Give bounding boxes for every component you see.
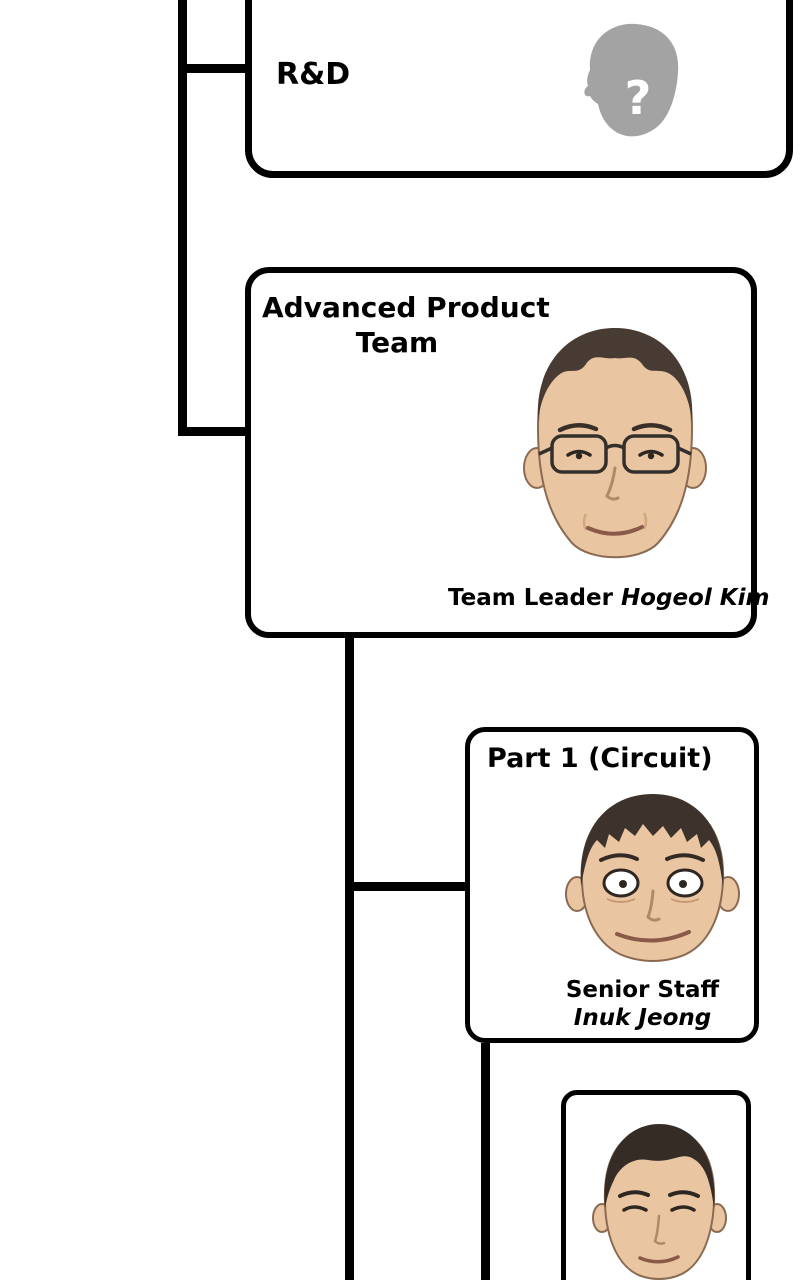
inuk-jeong-avatar — [565, 786, 740, 966]
unknown-person-avatar: ? — [576, 18, 691, 143]
silhouette-head-icon — [584, 23, 679, 137]
connector-rnd-horizontal — [178, 64, 254, 73]
connector-apt-horizontal — [178, 427, 254, 436]
rnd-title: R&D — [276, 57, 351, 92]
connector-part1-children-vertical — [481, 1043, 490, 1280]
role-label: Team Leader — [448, 585, 613, 611]
part1-title: Part 1 (Circuit) — [487, 743, 713, 774]
part1-caption: Senior Staff Inuk Jeong — [535, 976, 750, 1032]
apt-title-line1: Advanced Product — [262, 291, 550, 324]
apt-title-line2: Team — [355, 326, 439, 359]
hogeol-kim-avatar — [520, 318, 710, 573]
connector-apt-children-vertical — [345, 638, 354, 1280]
apt-title: Advanced Product Team — [262, 290, 550, 360]
connector-part1-horizontal — [354, 882, 465, 891]
role-label: Senior Staff — [565, 977, 720, 1003]
org-node-rnd — [245, 0, 793, 178]
partial-member-avatar — [592, 1118, 727, 1280]
apt-caption: Team Leader Hogeol Kim — [448, 584, 769, 612]
name-label: Hogeol Kim — [620, 585, 770, 611]
question-mark: ? — [625, 71, 652, 125]
connector-trunk-vertical — [178, 0, 187, 436]
name-label: Inuk Jeong — [573, 1005, 712, 1032]
